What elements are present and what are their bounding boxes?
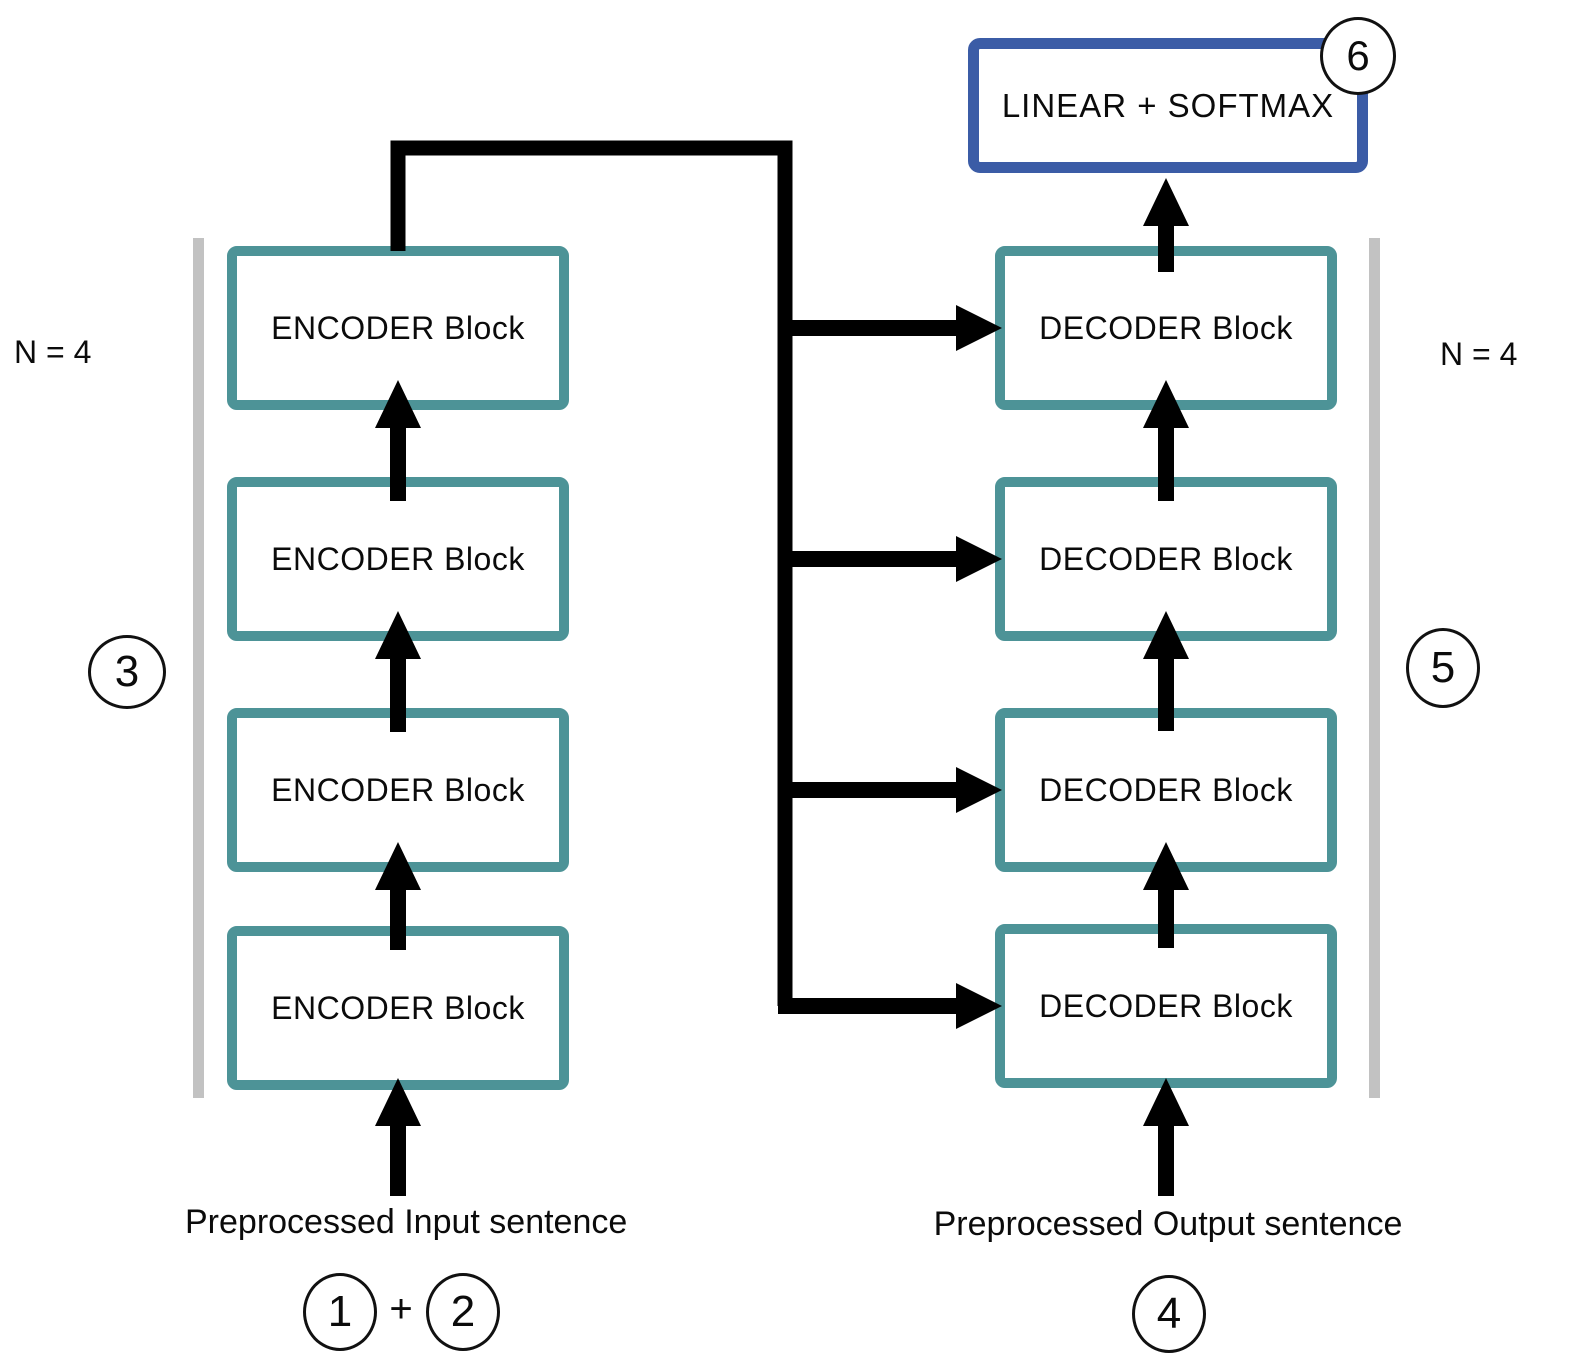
decoder-n-label: N = 4	[1440, 336, 1518, 372]
encoder-to-decoder-arrow-3	[778, 536, 1002, 582]
encoder-block-4: ENCODER Block	[227, 246, 569, 410]
step-marker-5: 5	[1406, 628, 1480, 708]
decoder-input-label: Preprocessed Output sentence	[933, 1205, 1403, 1243]
step-marker-2: 2	[426, 1273, 500, 1351]
input-to-encoder-arrow	[375, 1078, 421, 1196]
encoder-block-label: ENCODER Block	[271, 540, 525, 577]
encoder-block-label: ENCODER Block	[271, 989, 525, 1026]
step-marker-4: 4	[1132, 1275, 1206, 1353]
decoder-block-4: DECODER Block	[995, 246, 1337, 410]
step-marker-1: 1	[303, 1273, 377, 1351]
encoder-to-decoder-arrow-4	[778, 305, 1002, 351]
decoder-block-label: DECODER Block	[1039, 771, 1293, 808]
step-marker-6: 6	[1320, 17, 1396, 95]
linear-softmax-box: LINEAR + SOFTMAX	[968, 38, 1368, 173]
step-marker-3: 3	[88, 635, 166, 709]
encoder-block-label: ENCODER Block	[271, 309, 525, 346]
decoder-block-label: DECODER Block	[1039, 987, 1293, 1024]
decoder-block-label: DECODER Block	[1039, 309, 1293, 346]
decoder-stack-bracket	[1369, 238, 1380, 1098]
encoder-input-label: Preprocessed Input sentence	[185, 1203, 628, 1241]
encoder-block-label: ENCODER Block	[271, 771, 525, 808]
encoder-to-decoder-arrow-2	[778, 767, 1002, 813]
decoder-block-2: DECODER Block	[995, 708, 1337, 872]
encoder-to-decoder-arrow-1	[778, 983, 1002, 1029]
encoder-block-1: ENCODER Block	[227, 926, 569, 1090]
plus-sign: +	[389, 1287, 413, 1331]
linear-softmax-label: LINEAR + SOFTMAX	[1001, 86, 1335, 124]
decoder-block-3: DECODER Block	[995, 477, 1337, 641]
decoder-block-1: DECODER Block	[995, 924, 1337, 1088]
decoder-block-label: DECODER Block	[1039, 540, 1293, 577]
encoder-stack-bracket	[193, 238, 204, 1098]
encoder-n-label: N = 4	[14, 334, 92, 370]
encoder-block-2: ENCODER Block	[227, 708, 569, 872]
encoder-block-3: ENCODER Block	[227, 477, 569, 641]
output-to-decoder-arrow	[1143, 1078, 1189, 1196]
